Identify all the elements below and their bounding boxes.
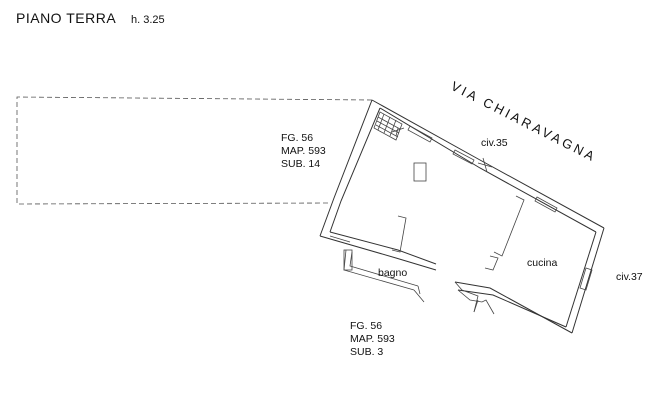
pillar — [413, 162, 427, 182]
facade-windows — [407, 125, 558, 213]
east-window — [579, 267, 593, 291]
passage — [454, 281, 495, 315]
parcel-lower-map: MAP. 593 — [350, 333, 395, 345]
staircase — [373, 111, 405, 141]
parcel-upper-fg: FG. 56 — [281, 132, 313, 144]
parcel-upper-label: FG. 56 MAP. 593 SUB. 14 — [281, 132, 326, 170]
parcel-lower-label: FG. 56 MAP. 593 SUB. 3 — [350, 320, 395, 358]
room-label-bathroom: bagno — [378, 267, 407, 279]
adjacent-property-outline — [16, 96, 373, 205]
civic-35-label: civ.35 — [481, 137, 508, 149]
room-label-kitchen: cucina — [527, 257, 558, 269]
street-name: VIA CHIARAVAGNA — [449, 78, 600, 165]
internal-walls — [329, 195, 525, 271]
civic-37-label: civ.37 — [616, 271, 643, 283]
parcel-lower-sub: SUB. 3 — [350, 346, 383, 358]
parcel-lower-fg: FG. 56 — [350, 320, 382, 332]
floor-title: PIANO TERRA — [16, 10, 116, 26]
floor-height: h. 3.25 — [131, 14, 165, 26]
parcel-upper-sub: SUB. 14 — [281, 158, 320, 170]
bathroom-annex — [343, 249, 425, 303]
parcel-upper-map: MAP. 593 — [281, 145, 326, 157]
entrance-35-mark — [477, 157, 493, 173]
